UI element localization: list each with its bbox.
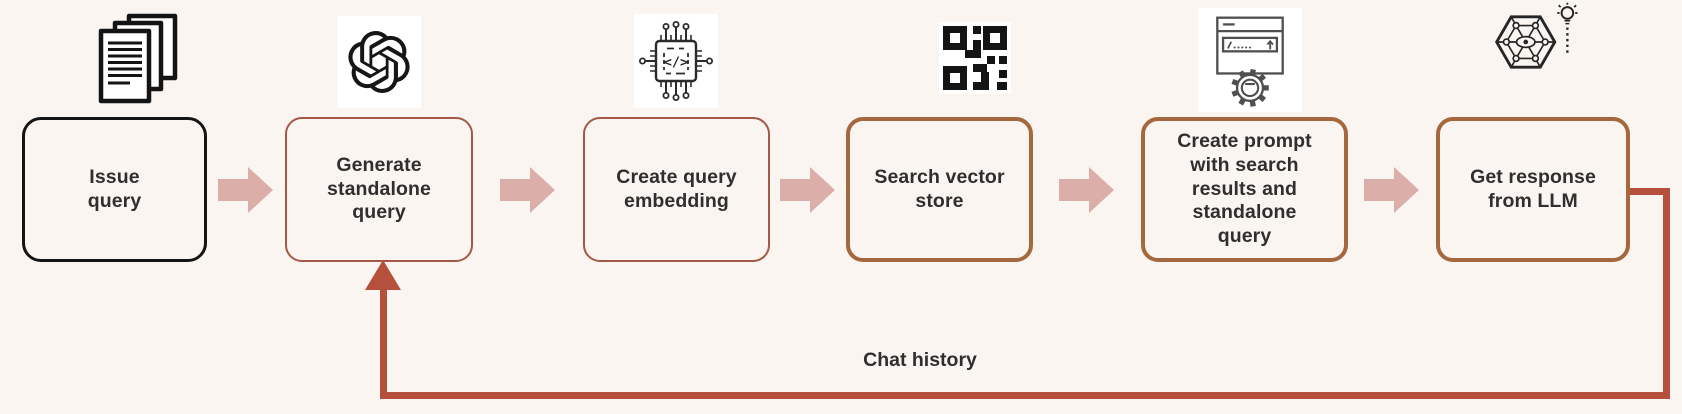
- feedback-line-bottom: [380, 392, 1670, 399]
- step-box-issue-query: Issue query: [22, 117, 207, 262]
- step-box-generate-standalone-query: Generate standalone query: [285, 117, 473, 262]
- feedback-line-stub: [1628, 188, 1670, 195]
- step-label: Generate standalone query: [327, 153, 431, 224]
- feedback-arrowhead-icon: [365, 260, 401, 290]
- browser-gear-icon: [1198, 8, 1302, 112]
- openai-logo-icon: [337, 16, 421, 108]
- step-label: Issue query: [87, 165, 142, 212]
- forward-arrow-icon: [780, 167, 835, 213]
- chip-code-icon: </>: [634, 14, 718, 108]
- svg-text:</>: </>: [664, 55, 688, 71]
- step-box-create-prompt: Create prompt with search results and st…: [1141, 117, 1348, 262]
- step-label: Create prompt with search results and st…: [1177, 129, 1312, 248]
- step-box-get-response-from-llm: Get response from LLM: [1436, 117, 1630, 262]
- feedback-line-right: [1663, 188, 1670, 399]
- step-label: Get response from LLM: [1470, 165, 1596, 212]
- qr-code-icon: [939, 22, 1011, 94]
- step-label: Create query embedding: [616, 165, 737, 212]
- step-box-search-vector-store: Search vector store: [846, 117, 1033, 262]
- feedback-line-left: [380, 288, 387, 399]
- forward-arrow-icon: [1059, 167, 1114, 213]
- step-box-create-query-embedding: Create query embedding: [583, 117, 770, 262]
- forward-arrow-icon: [1364, 167, 1419, 213]
- forward-arrow-icon: [500, 167, 555, 213]
- forward-arrow-icon: [218, 167, 273, 213]
- documents-stack-icon: [94, 12, 184, 106]
- step-label: Search vector store: [874, 165, 1005, 212]
- network-bulb-icon: [1487, 2, 1579, 82]
- feedback-label: Chat history: [863, 349, 977, 371]
